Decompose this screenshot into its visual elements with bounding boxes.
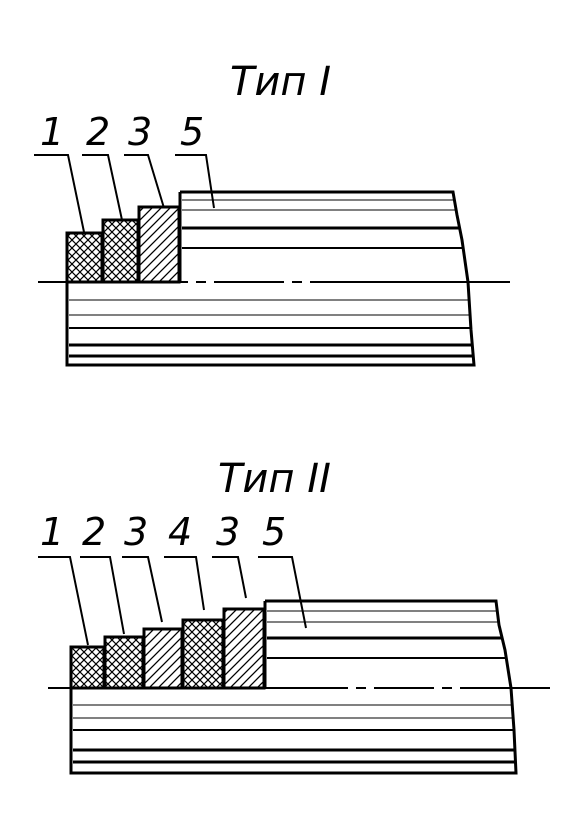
callout-label-3: 3 [128, 110, 152, 154]
layer-5-body [263, 599, 513, 689]
diagram-type-2: Тип II 1 2 3 4 3 5 [38, 456, 550, 775]
layer-1-crosshatch [65, 231, 104, 284]
diagram-type-1: Тип I 1 2 3 5 [34, 59, 515, 367]
callout-label-4: 4 [168, 510, 192, 554]
leader-lines [38, 556, 307, 646]
layer-2-crosshatch [101, 218, 140, 284]
diagram-title-type-2: Тип II [218, 456, 331, 502]
layer-2-crosshatch [103, 635, 145, 690]
diagram-title-type-1: Тип I [230, 59, 331, 105]
layer-5-body [178, 190, 470, 283]
callout-label-1: 1 [40, 110, 64, 154]
layer-3-hatch [142, 627, 184, 690]
layer-3-hatch [137, 205, 181, 284]
callout-label-2: 2 [86, 110, 110, 154]
layer-4-crosshatch [181, 618, 225, 690]
leader-lines [34, 154, 215, 233]
callout-label-5: 5 [180, 110, 204, 154]
callout-label-1: 1 [40, 510, 64, 554]
layer-3b-hatch [222, 607, 266, 690]
callout-label-3b: 3 [216, 510, 240, 554]
callout-label-2: 2 [82, 510, 106, 554]
lower-shell [65, 281, 476, 367]
lower-shell [69, 687, 518, 775]
callout-label-3: 3 [124, 510, 148, 554]
callout-label-5: 5 [262, 510, 286, 554]
layer-1-crosshatch [69, 645, 106, 690]
